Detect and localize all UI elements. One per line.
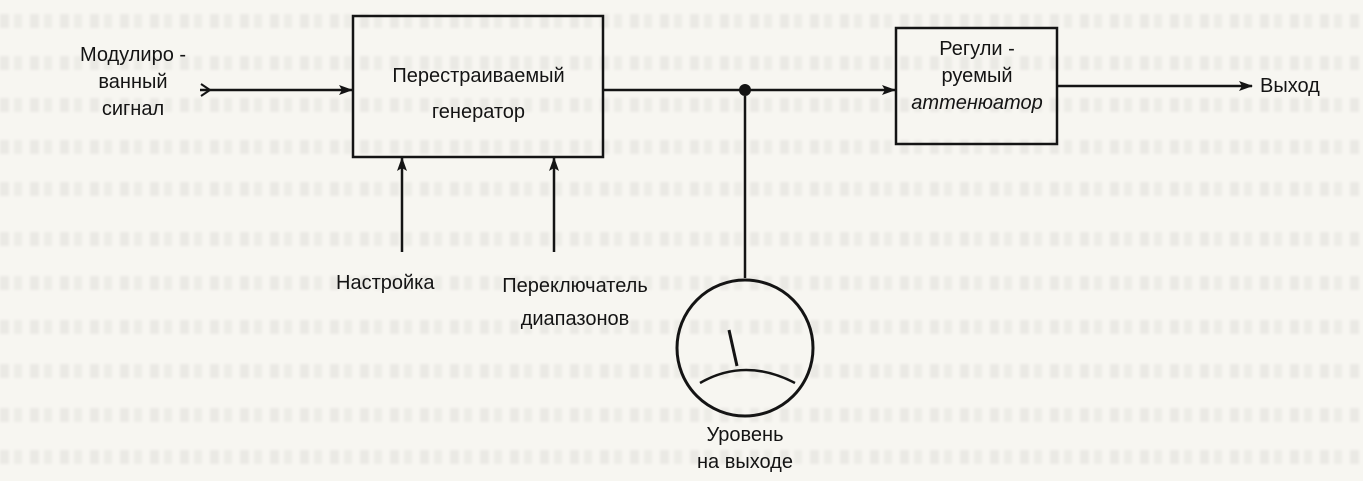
bleed-through-line [0,408,1363,422]
attenuator-label: Регули - руемый аттенюатор [898,36,1056,117]
input-signal-label: Модулиро - ванный сигнал [58,42,208,123]
range-switch-line-2: диапазонов [520,308,630,330]
meter-label: Уровень на выходе [675,422,815,476]
bleed-through-line [0,98,1363,112]
input-label-line-3: сигнал [101,98,165,120]
bleed-through-line [0,276,1363,290]
generator-block [351,14,605,159]
range-switch-label: Переключатель диапазонов [480,270,670,336]
input-line-start-mark [200,83,212,97]
meter-label-line-1: Уровень [706,424,784,446]
meter-dial-face [675,278,815,418]
input-label-line-1: Модулиро - [79,44,187,66]
bleed-through-line [0,56,1363,70]
generator-label-line-2: генератор [431,101,526,123]
output-label: Выход [1260,75,1320,97]
tuning-label: Настройка [336,272,435,294]
generator-label: Перестраиваемый генератор [356,58,601,130]
junction-node [739,84,751,96]
attenuator-label-line-1: Регули - [939,38,1015,60]
bleed-through-line [0,450,1363,464]
output-level-meter [675,278,815,418]
generator-label-line-1: Перестраиваемый [392,65,565,87]
attenuator-label-line-2: руемый [941,65,1013,87]
range-switch-line-1: Переключатель [502,275,648,297]
bleed-through-line [0,182,1363,196]
attenuator-label-line-3: аттенюатор [911,92,1043,114]
meter-label-line-2: на выходе [697,451,793,473]
meter-needle [727,329,739,367]
bleed-through-line [0,14,1363,28]
meter-scale-arc [699,368,796,385]
input-label-line-2: ванный [98,71,168,93]
bleed-through-line [0,232,1363,246]
